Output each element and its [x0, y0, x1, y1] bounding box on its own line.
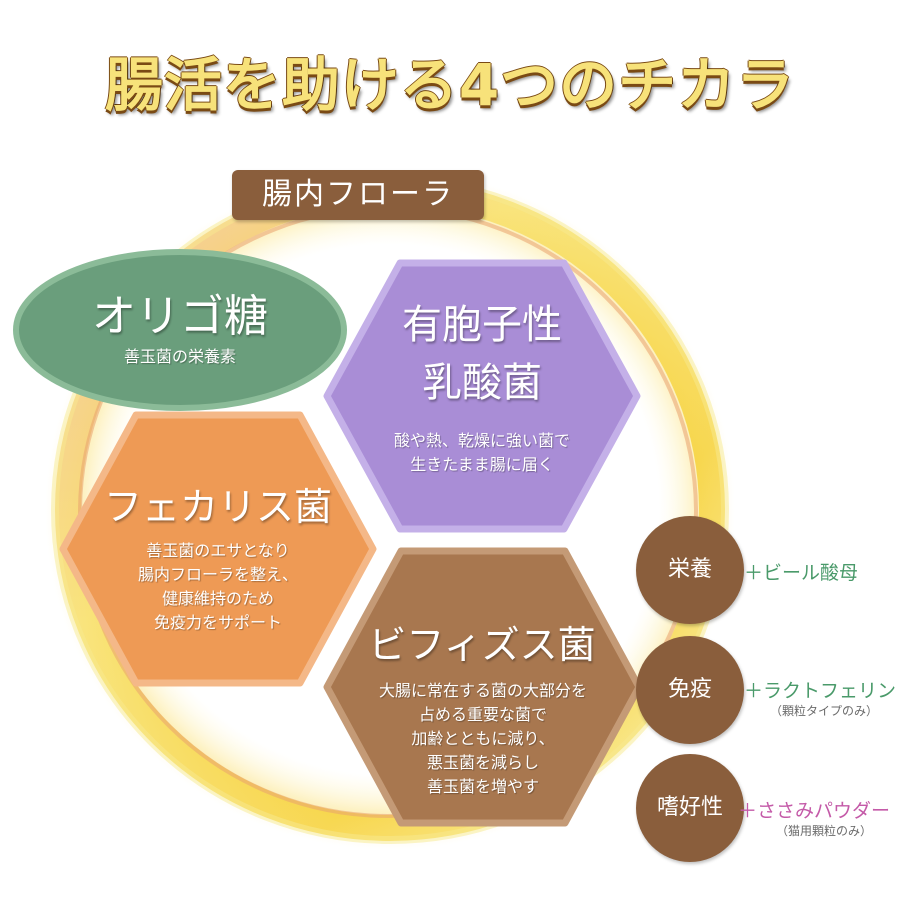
spore-name-line2: 乳酸菌	[422, 360, 542, 406]
bifidus-hexagon	[323, 547, 643, 827]
benefit-palatability-extra: ＋ささみパウダー	[738, 800, 891, 822]
faecalis-desc-line-1: 善玉菌のエサとなり	[146, 541, 290, 560]
benefit-nutrition-extra: ＋ビール酸母	[744, 562, 859, 584]
bifidus-desc-line-2: 占める重要な菌で	[418, 705, 547, 724]
spore-name-line1: 有胞子性	[402, 302, 562, 348]
page-title: 腸活を助ける4つのチカラ	[104, 51, 796, 119]
oligo-name: オリゴ糖	[92, 291, 268, 342]
benefit-immunity-note: （顆粒タイプのみ）	[770, 704, 879, 718]
benefit-palatability-circle: 嗜好性	[636, 754, 744, 862]
spore-desc-line1: 酸や熱、乾燥に強い菌で	[393, 431, 570, 450]
faecalis-desc-line-3: 健康維持のため	[161, 589, 274, 608]
benefit-palatability-note: （猫用顆粒のみ）	[776, 824, 873, 838]
spore-desc-line2: 生きたまま腸に届く	[410, 455, 554, 474]
faecalis-desc-line-4: 免疫力をサポート	[153, 613, 282, 632]
benefit-immunity-extra: ＋ラクトフェリン	[744, 680, 897, 702]
bifidus-desc-line-1: 大腸に常在する菌の大部分を	[378, 681, 587, 700]
faecalis-name: フェカリス菌	[103, 485, 332, 529]
faecalis-hexagon	[59, 411, 377, 687]
bifidus-desc-line-3: 加齢とともに減り、	[411, 729, 555, 748]
bifidus-desc-line-4: 悪玉菌を減らし	[426, 753, 539, 772]
bifidus-name: ビフィズス菌	[368, 623, 596, 667]
spore-hexagon	[323, 259, 641, 533]
oligo-shape	[13, 249, 347, 411]
gut-flora-label: 腸内フローラ	[232, 170, 484, 220]
faecalis-desc-line-2: 腸内フローラを整え、	[137, 565, 298, 584]
benefit-immunity-circle: 免疫	[636, 636, 744, 744]
oligo-desc: 善玉菌の栄養素	[123, 347, 236, 366]
benefit-nutrition-circle: 栄養	[636, 516, 744, 624]
bifidus-desc-line-5: 善玉菌を増やす	[426, 777, 539, 796]
